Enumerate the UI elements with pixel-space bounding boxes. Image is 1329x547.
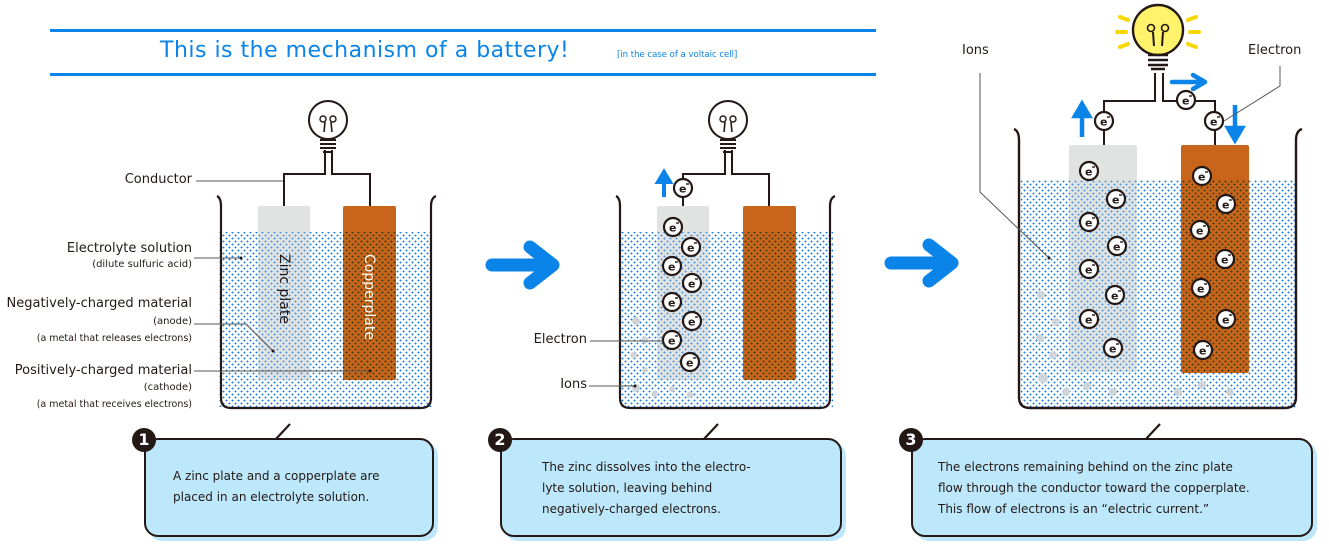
electron-icon [1215,193,1237,215]
label-anode: Negatively-charged material [6,296,192,311]
label-cathode-sub: (cathode) [143,382,192,393]
light-bulb-icon [308,100,348,153]
electron-icon [1192,339,1214,361]
caption-box-2 [500,438,842,537]
right-arrow-icon [884,238,959,288]
page-subtitle: [in the case of a voltaic cell] [617,50,738,60]
right-arrow-icon [1169,72,1208,92]
electron-icon [1215,308,1237,330]
beaker [615,194,836,410]
electrolyte-solution [620,232,833,407]
caption-2-line-2: lyte solution, leaving behind [542,481,713,495]
label-conductor: Conductor [124,172,192,187]
caption-1-line-2: placed in an electrolyte solution. [173,490,370,504]
electron-icon [1203,110,1225,132]
caption-1-line-1: A zinc plate and a copperplate are [173,469,380,483]
label-electron: Electron [1248,43,1302,58]
conductor-wire [682,150,770,206]
electron-icon [1078,160,1100,182]
copper-plate-label: Copperplate [361,254,377,340]
label-anode-sub: (anode) [153,316,192,327]
light-bulb-icon [708,100,748,153]
electron-icon [661,255,683,277]
electrolyte-solution [219,232,432,407]
right-arrow-icon [485,240,560,290]
label-ions: Ions [560,377,587,392]
electrolyte-solution [1021,180,1296,408]
electron-icon [661,291,683,313]
electron-icon [1078,308,1100,330]
label-electron: Electron [533,332,587,347]
caption-box-1 [144,438,434,537]
electron-icon [1106,235,1128,257]
electron-icon [1214,248,1236,270]
label-cathode: Positively-charged material [14,363,192,378]
electron-icon [1104,284,1126,306]
caption-3-line-1: The electrons remaining behind on the zi… [938,460,1233,474]
title-rule-top [50,29,876,32]
down-arrow-icon [1224,105,1246,145]
step-badge-3: 3 [899,428,923,452]
electron-icon [1078,258,1100,280]
electron-icon [661,329,683,351]
title-rule-bottom [50,73,876,76]
caption-2-line-3: negatively-charged electrons. [542,502,721,516]
page-title: This is the mechanism of a battery! [160,38,570,63]
label-cathode-note: (a metal that receives electrons) [36,399,192,410]
label-electrolyte: Electrolyte solution [66,241,192,256]
label-anode-note: (a metal that releases electrons) [36,333,192,344]
electron-icon [1078,211,1100,233]
electron-icon [1102,337,1124,359]
label-electrolyte-sub: (dilute sulfuric acid) [92,259,192,270]
electron-icon [672,177,694,199]
label-ions: Ions [962,43,989,58]
electron-icon [1175,89,1197,111]
beaker [216,194,437,410]
electron-icon [680,236,702,258]
up-arrow-icon [654,168,674,197]
caption-3-line-3: This flow of electrons is an “electric c… [938,502,1210,516]
electron-icon [679,351,701,373]
ions [630,317,694,399]
electron-icon [1191,165,1213,187]
panel-3 [979,3,1303,410]
electron-icon [1093,110,1115,132]
caption-2-line-1: The zinc dissolves into the electro- [542,460,751,474]
caption-3-line-2: flow through the conductor toward the co… [938,481,1250,495]
step-badge-1: 1 [132,428,156,452]
ions [1036,291,1234,396]
caption-box-3 [911,438,1313,537]
beaker [1013,127,1303,410]
electron-icon [681,272,703,294]
light-bulb-lit-icon [1115,3,1201,71]
panel-1 [194,100,437,410]
electron-icon [1189,219,1211,241]
zinc-plate-label: Zinc plate [276,254,292,324]
panel-2 [589,100,836,410]
electron-icon [681,310,703,332]
electron-icon [662,216,684,238]
electron-icon [1190,277,1212,299]
conductor-wire [283,150,371,206]
step-badge-2: 2 [488,428,512,452]
up-arrow-icon [1071,99,1093,137]
electron-icon [1105,188,1127,210]
